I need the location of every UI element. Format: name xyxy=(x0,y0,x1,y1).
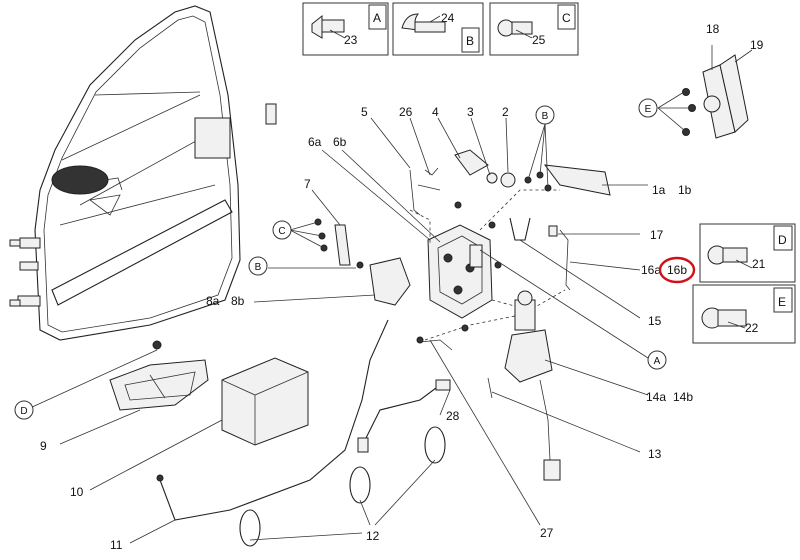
foam-block xyxy=(221,357,309,446)
svg-text:E: E xyxy=(645,104,652,115)
cable-and-clips xyxy=(156,319,451,547)
hinge-assembly: E 18 19 xyxy=(638,22,764,139)
callout-12: 12 xyxy=(366,529,380,543)
door-panel xyxy=(9,5,277,341)
ref-circle-b: B xyxy=(248,256,268,276)
callout-13: 13 xyxy=(648,447,662,461)
callout-14b: 14b xyxy=(673,390,693,404)
callouts: 5 26 4 3 2 6a 6b 7 8a 8b 1a 1b 17 16a 16… xyxy=(40,105,696,552)
actuator xyxy=(487,290,561,481)
ref-circle-c: C xyxy=(272,220,292,240)
callout-26: 26 xyxy=(399,105,413,119)
callout-3: 3 xyxy=(467,105,474,119)
callout-9: 9 xyxy=(40,439,47,453)
callout-6b: 6b xyxy=(333,135,347,149)
highlight-ring-16b xyxy=(658,256,696,284)
svg-text:C: C xyxy=(278,226,285,237)
detail-box-c: C 25 xyxy=(489,2,579,56)
callout-14a: 14a xyxy=(646,390,666,404)
detail-box-b: B 24 xyxy=(392,2,484,56)
callout-8b: 8b xyxy=(231,294,245,308)
svg-text:D: D xyxy=(20,406,27,417)
detail-letter-d: D xyxy=(778,233,787,247)
svg-text:B: B xyxy=(255,262,262,273)
leader-lines xyxy=(29,117,649,544)
callout-15: 15 xyxy=(648,314,662,328)
callout-17: 17 xyxy=(650,228,664,242)
ref-circle-d: D xyxy=(14,400,34,420)
detail-box-a: A 23 xyxy=(302,2,389,56)
callout-6a: 6a xyxy=(308,135,322,149)
callout-18: 18 xyxy=(706,22,720,36)
callout-16b: 16b xyxy=(667,263,687,277)
part-25-label: 25 xyxy=(532,33,546,47)
callout-16a: 16a xyxy=(641,263,661,277)
window-regulator-icon xyxy=(194,117,231,159)
callout-1b: 1b xyxy=(678,183,692,197)
detail-letter-c: C xyxy=(562,11,571,25)
callout-4: 4 xyxy=(432,105,439,119)
part-22-label: 22 xyxy=(745,321,759,335)
svg-text:B: B xyxy=(542,111,549,122)
detail-letter-b: B xyxy=(466,34,474,48)
detail-letter-a: A xyxy=(373,11,381,25)
ref-circle-a: A xyxy=(647,350,667,370)
callout-5: 5 xyxy=(361,105,368,119)
callout-1a: 1a xyxy=(652,183,666,197)
callout-10: 10 xyxy=(70,485,84,499)
detail-letter-e: E xyxy=(778,295,786,309)
part-24-label: 24 xyxy=(441,11,455,25)
callout-2: 2 xyxy=(502,105,509,119)
mirror-icon xyxy=(51,165,109,195)
ref-circle-e xyxy=(638,98,658,118)
callout-11: 11 xyxy=(110,538,123,552)
callout-19: 19 xyxy=(750,38,764,52)
ref-circle-b-top: B xyxy=(535,105,555,125)
lock-mechanism xyxy=(314,149,611,351)
part-23-label: 23 xyxy=(344,33,358,47)
svg-text:A: A xyxy=(654,356,661,367)
detail-box-e: E 22 xyxy=(692,284,796,344)
callout-8a: 8a xyxy=(206,294,220,308)
callout-7: 7 xyxy=(304,177,311,191)
callout-27: 27 xyxy=(540,526,554,540)
detail-box-d: D 21 xyxy=(699,223,796,283)
part-21-label: 21 xyxy=(752,257,766,271)
callout-28: 28 xyxy=(446,409,460,423)
interior-handle xyxy=(109,340,209,411)
